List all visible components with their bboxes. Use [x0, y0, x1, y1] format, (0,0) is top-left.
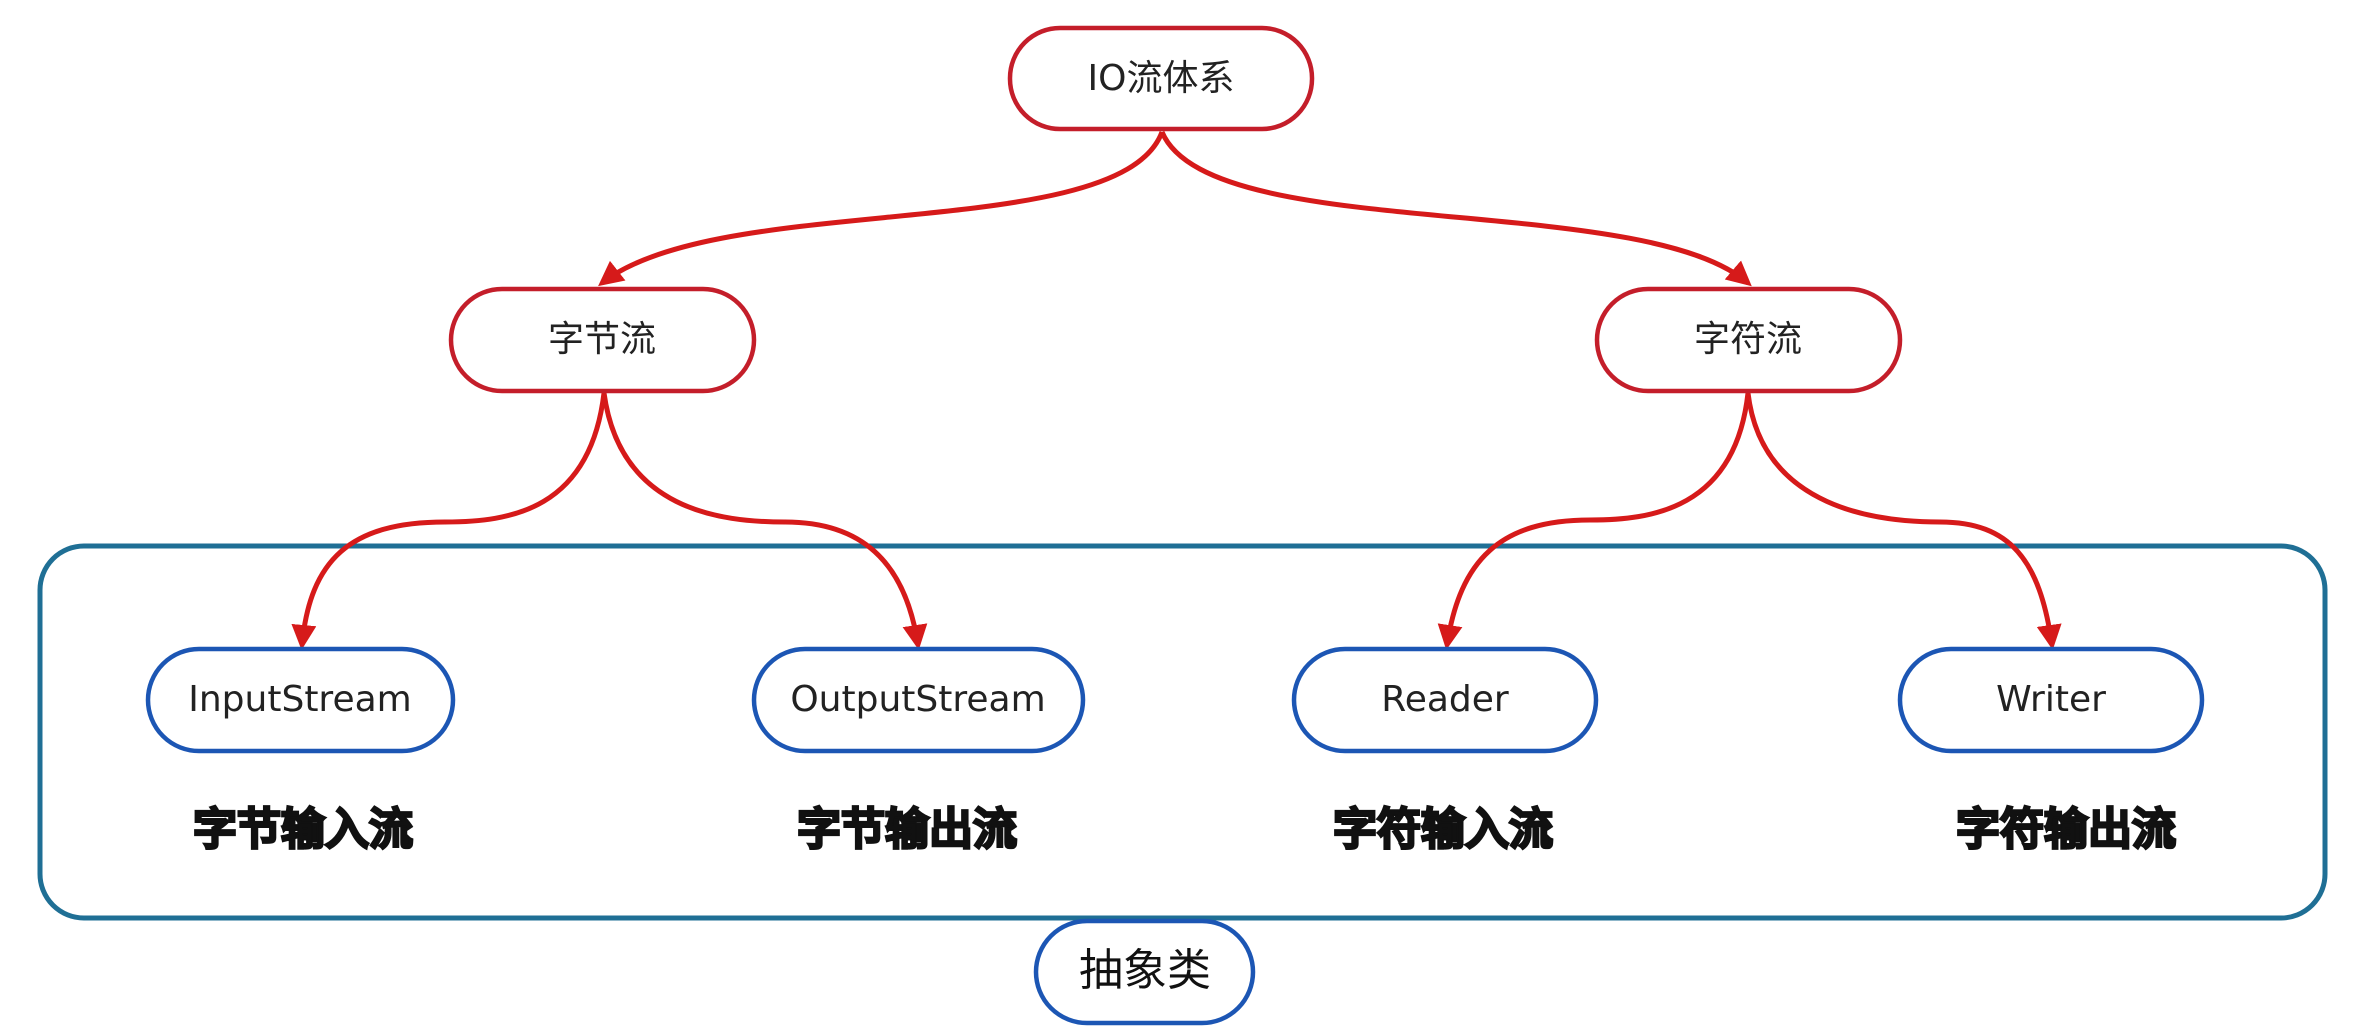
connector-byte-to-inputstream	[291, 392, 607, 650]
node-inputstream-label: InputStream	[188, 679, 411, 720]
node-char-stream: 字符流	[1594, 286, 1903, 394]
caption-char-input-stream: 字符输入流	[1333, 804, 1553, 855]
node-reader: Reader	[1291, 646, 1599, 754]
node-reader-label: Reader	[1381, 679, 1509, 720]
node-byte-stream: 字节流	[448, 286, 757, 394]
node-io-system-label: IO流体系	[1088, 58, 1235, 99]
node-byte-stream-label: 字节流	[548, 319, 656, 360]
connector-root-to-byte-stream	[598, 131, 1165, 287]
abstract-class-group	[37, 543, 2328, 921]
node-writer-label: Writer	[1996, 679, 2106, 720]
caption-byte-input-stream: 字节输入流	[193, 804, 413, 855]
node-writer: Writer	[1897, 646, 2205, 754]
connector-char-to-writer	[1745, 392, 2062, 650]
connector-char-to-reader	[1437, 392, 1751, 650]
node-abstract-class: 抽象类	[1033, 918, 1256, 1026]
node-outputstream-label: OutputStream	[790, 679, 1045, 720]
connector-root-to-char-stream	[1159, 131, 1752, 287]
node-outputstream: OutputStream	[751, 646, 1086, 754]
node-io-system: IO流体系	[1007, 25, 1315, 132]
connector-byte-to-outputstream	[601, 392, 928, 650]
caption-byte-output-stream: 字节输出流	[797, 804, 1017, 855]
node-abstract-class-label: 抽象类	[1079, 945, 1211, 996]
node-inputstream: InputStream	[145, 646, 456, 754]
node-char-stream-label: 字符流	[1694, 319, 1802, 360]
caption-char-output-stream: 字符输出流	[1956, 804, 2176, 855]
